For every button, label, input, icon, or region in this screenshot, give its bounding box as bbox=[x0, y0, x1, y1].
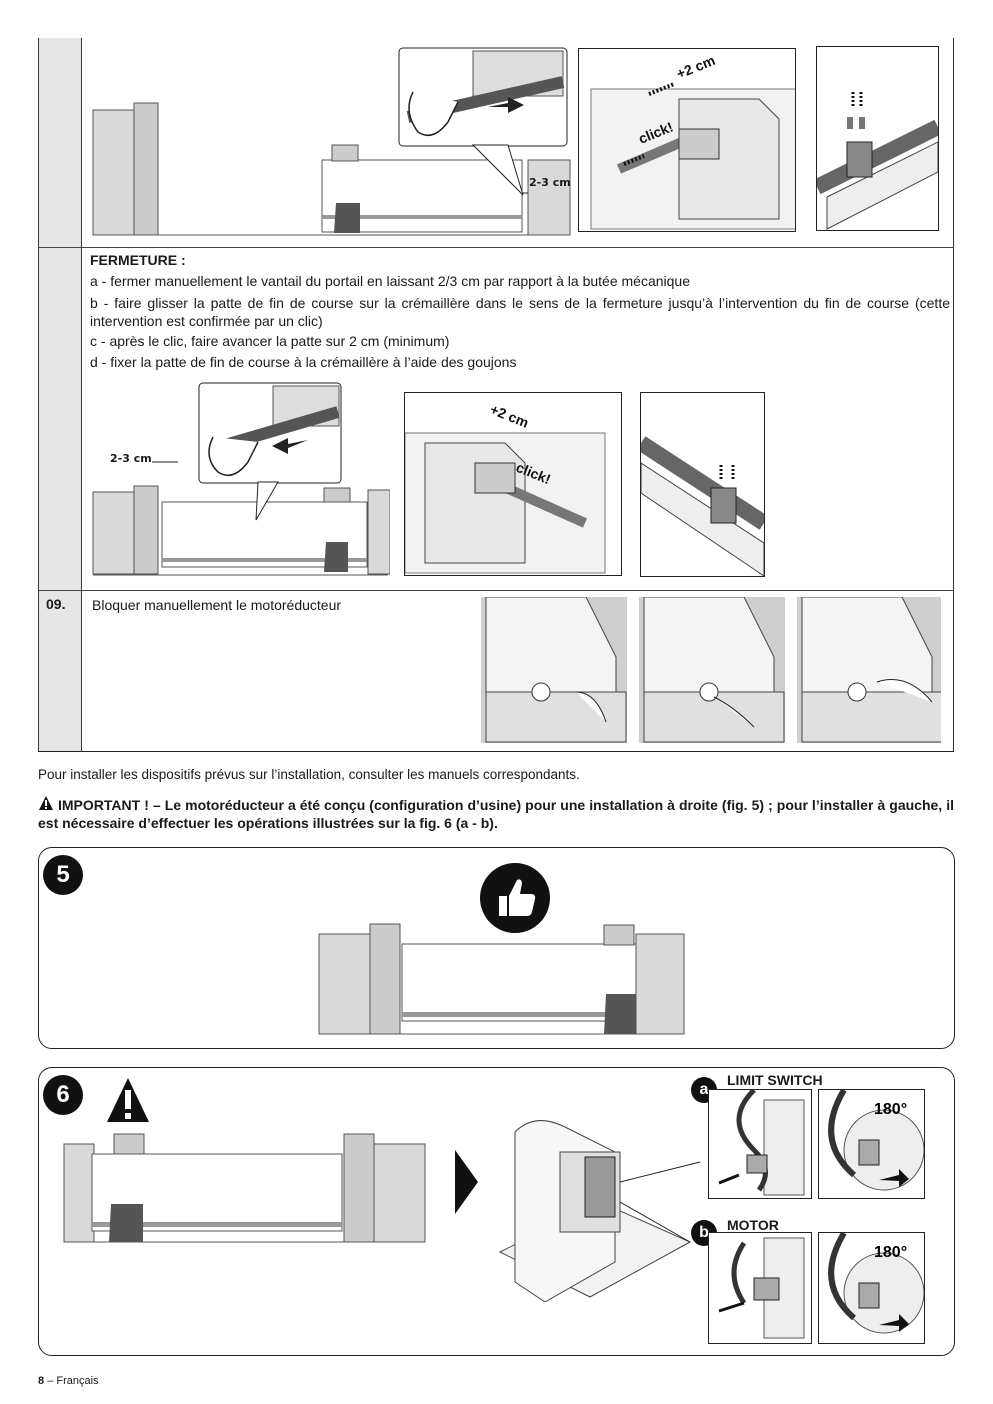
page-footer: 8 – Français bbox=[38, 1372, 99, 1390]
closing-heading: FERMETURE : bbox=[90, 252, 186, 268]
closing-item-b: b - faire glisser la patte de fin de cou… bbox=[90, 295, 950, 329]
closing-item-a: a - fermer manuellement le vantail du po… bbox=[90, 273, 690, 289]
gap-label-bottom: 2-3 cm bbox=[110, 452, 152, 465]
closing-item-d: d - fixer la patte de fin de course à la… bbox=[90, 354, 517, 370]
limit-switch-rotate: 180° bbox=[818, 1089, 925, 1199]
limit-switch-slide-top: +2 cm click! bbox=[578, 48, 796, 232]
release-photo-1 bbox=[481, 597, 627, 743]
step-number-09: 09. bbox=[46, 596, 66, 612]
closing-item-c: c - après le clic, faire avancer la patt… bbox=[90, 333, 450, 349]
motor-connector-detail bbox=[708, 1232, 812, 1344]
footer-language: – Français bbox=[47, 1375, 99, 1387]
limit-switch-detail bbox=[708, 1089, 812, 1199]
gate-closing-diagram bbox=[92, 461, 390, 576]
installation-note: Pour installer les dispositifs prévus su… bbox=[38, 767, 580, 782]
bolt-fixing-bottom bbox=[640, 392, 765, 577]
motor-unit-drawing bbox=[498, 1120, 701, 1302]
page-number: 8 bbox=[38, 1375, 45, 1387]
a-angle-label: 180° bbox=[874, 1101, 907, 1118]
warning-triangle-icon bbox=[105, 1076, 151, 1129]
gate-left-installation bbox=[63, 1133, 426, 1243]
hand-callout-bottom bbox=[198, 382, 342, 521]
release-photo-3 bbox=[797, 597, 941, 743]
gate-right-installation bbox=[318, 923, 685, 1035]
important-text: IMPORTANT ! – Le motoréducteur a été con… bbox=[38, 797, 954, 831]
b-angle-label: 180° bbox=[874, 1244, 907, 1261]
thumbs-up-icon bbox=[479, 862, 551, 939]
figure-5-number: 5 bbox=[43, 855, 83, 895]
warning-icon bbox=[38, 795, 54, 811]
limit-switch-slide-bottom: +2 cm click! bbox=[404, 392, 622, 576]
step-09-text: Bloquer manuellement le motoréducteur bbox=[92, 597, 342, 613]
release-photo-2 bbox=[639, 597, 785, 743]
bolt-fixing-top bbox=[816, 46, 939, 231]
gate-opening-diagram bbox=[92, 102, 571, 236]
motor-connector-rotate: 180° bbox=[818, 1232, 925, 1344]
motor-label: MOTOR bbox=[727, 1217, 779, 1233]
limit-switch-label: LIMIT SWITCH bbox=[727, 1072, 823, 1088]
hand-callout-top bbox=[398, 47, 568, 196]
figure-6-number: 6 bbox=[43, 1075, 83, 1115]
gap-label-top: 2-3 cm bbox=[529, 176, 571, 189]
arrow-right-icon bbox=[455, 1150, 479, 1219]
